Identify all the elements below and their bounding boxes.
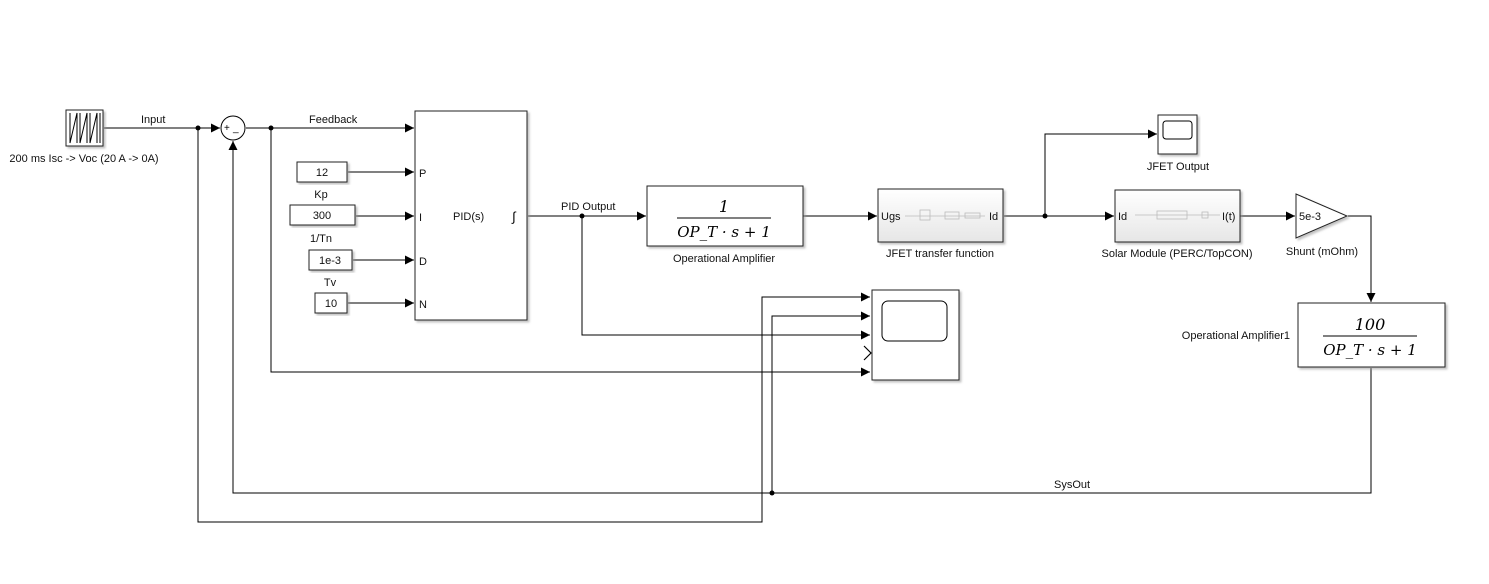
main-scope-screen-icon [881, 300, 948, 342]
opamp1-numerator: 100 [1355, 315, 1386, 334]
jfet-output-scope[interactable] [1157, 114, 1198, 155]
constant-n[interactable]: 10 [314, 292, 348, 314]
constant-kp[interactable]: 12 [296, 161, 348, 183]
sysout-feedback-line[interactable] [228, 141, 1372, 494]
signal-feedback-label: Feedback [309, 114, 358, 126]
signal-input-label: Input [141, 114, 165, 126]
pid-block-text: PID(s) [453, 211, 484, 223]
constant-tv-label: Tv [324, 277, 337, 289]
sum-plus-sign: + [224, 123, 230, 134]
signal-pid-output-label: PID Output [561, 201, 615, 213]
pid-port-d: D [419, 256, 427, 268]
jfet-output-scope-label: JFET Output [1147, 161, 1209, 173]
shunt-label: Shunt (mOhm) [1286, 246, 1358, 258]
jfet-port-id: Id [989, 211, 998, 223]
scope-screen-icon [1162, 120, 1193, 140]
signal-sysout-label: SysOut [1054, 479, 1090, 491]
pid-port-i: I [419, 212, 422, 224]
sysout-to-scope-line[interactable] [771, 311, 870, 493]
feedback-to-scope-line[interactable] [270, 128, 870, 377]
solar-internal-preview-icon [1135, 210, 1220, 220]
solar-module-label: Solar Module (PERC/TopCON) [1102, 248, 1253, 260]
solar-port-id: Id [1118, 211, 1127, 223]
constant-tv-value: 1e-3 [319, 255, 341, 267]
solar-module-block[interactable]: Id I(t) [1114, 189, 1241, 243]
pid-controller-block[interactable]: P I D N PID(s) ∫ [414, 110, 528, 321]
constant-tv[interactable]: 1e-3 [308, 249, 353, 271]
signal-source-block[interactable] [65, 109, 104, 147]
solar-port-it: I(t) [1222, 211, 1235, 223]
constant-tn[interactable]: 300 [289, 204, 356, 226]
main-scope-block[interactable] [863, 289, 960, 381]
opamp-numerator: 1 [719, 197, 729, 216]
opamp-transfer-block[interactable]: 1 OP_T · s + 1 [646, 185, 804, 247]
jfet-label: JFET transfer function [886, 248, 994, 260]
jfet-internal-preview-icon [905, 209, 985, 221]
constant-tn-value: 300 [313, 210, 331, 222]
scope-port-x-icon [863, 345, 872, 361]
sawtooth-icon [69, 112, 101, 144]
opamp1-denominator: OP_T · s + 1 [1323, 341, 1417, 359]
input-to-scope-line[interactable] [197, 128, 870, 523]
jfet-subsystem-block[interactable]: Ugs Id [877, 188, 1004, 243]
opamp1-label: Operational Amplifier1 [1182, 330, 1290, 342]
opamp-label: Operational Amplifier [673, 253, 775, 265]
opamp-denominator: OP_T · s + 1 [677, 223, 771, 241]
sum-block[interactable]: + _ [220, 115, 246, 141]
pid-port-n: N [419, 299, 427, 311]
shunt-gain-value: 5e-3 [1299, 211, 1321, 223]
constant-tn-label: 1/Tn [310, 233, 332, 245]
pid-output-to-scope-line[interactable] [581, 216, 870, 340]
opamp1-transfer-block[interactable]: 100 OP_T · s + 1 [1297, 302, 1446, 368]
jfet-to-scope-line[interactable] [1044, 129, 1157, 216]
constant-kp-value: 12 [316, 167, 328, 179]
shunt-to-opamp1-line[interactable] [1348, 215, 1376, 302]
signal-source-label: 200 ms Isc -> Voc (20 A -> 0A) [9, 153, 158, 165]
constant-kp-label: Kp [314, 189, 327, 201]
shunt-gain-block[interactable]: 5e-3 [1295, 193, 1349, 239]
constant-n-value: 10 [325, 298, 337, 310]
pid-port-p: P [419, 168, 426, 180]
jfet-port-ugs: Ugs [881, 211, 901, 223]
sum-minus-sign: _ [232, 123, 239, 134]
pid-output-symbol: ∫ [511, 209, 517, 224]
